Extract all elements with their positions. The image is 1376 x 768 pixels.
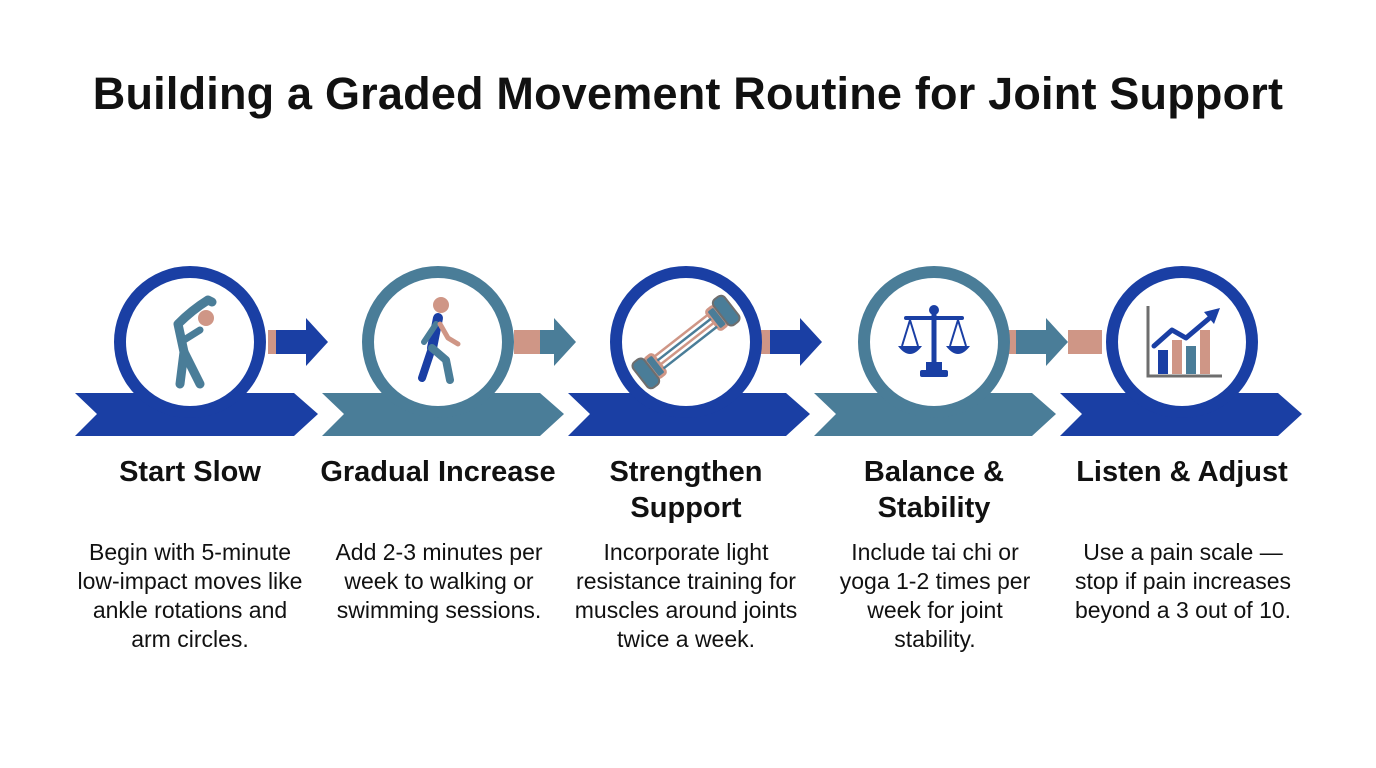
connector-arrow-2 [514, 318, 576, 366]
step-title-2: Gradual Increase [320, 456, 556, 488]
step-description-5: Use a pain scale — stop if pain increase… [1074, 539, 1292, 623]
step-circle-1 [114, 266, 266, 418]
connector-arrows [268, 318, 1102, 366]
rising-chart-icon [1146, 306, 1222, 378]
page-title: Building a Graded Movement Routine for J… [92, 68, 1284, 119]
step-description-3: Incorporate light resistance training fo… [574, 539, 798, 652]
resistance-band-icon [631, 294, 741, 390]
step-title-5: Listen & Adjust [1076, 456, 1288, 488]
walking-person-icon [418, 297, 461, 384]
step-title-1: Start Slow [119, 456, 261, 488]
connector-arrow-5 [1068, 330, 1102, 354]
connector-arrow-4 [1006, 318, 1068, 366]
connector-arrow-3 [760, 318, 822, 366]
step-description-2: Add 2-3 minutes per week to walking or s… [335, 539, 543, 623]
step-title-4: Balance & Stability [863, 456, 1005, 524]
balance-scale-icon [898, 305, 970, 377]
step-title-3: Strengthen Support [609, 456, 763, 524]
connector-arrow-1 [268, 318, 328, 366]
stretching-person-icon [173, 295, 217, 389]
step-description-1: Begin with 5-minute low-impact moves lik… [77, 539, 303, 652]
step-circle-3 [610, 266, 762, 418]
step-description-4: Include tai chi or yoga 1-2 times per we… [839, 539, 1031, 652]
